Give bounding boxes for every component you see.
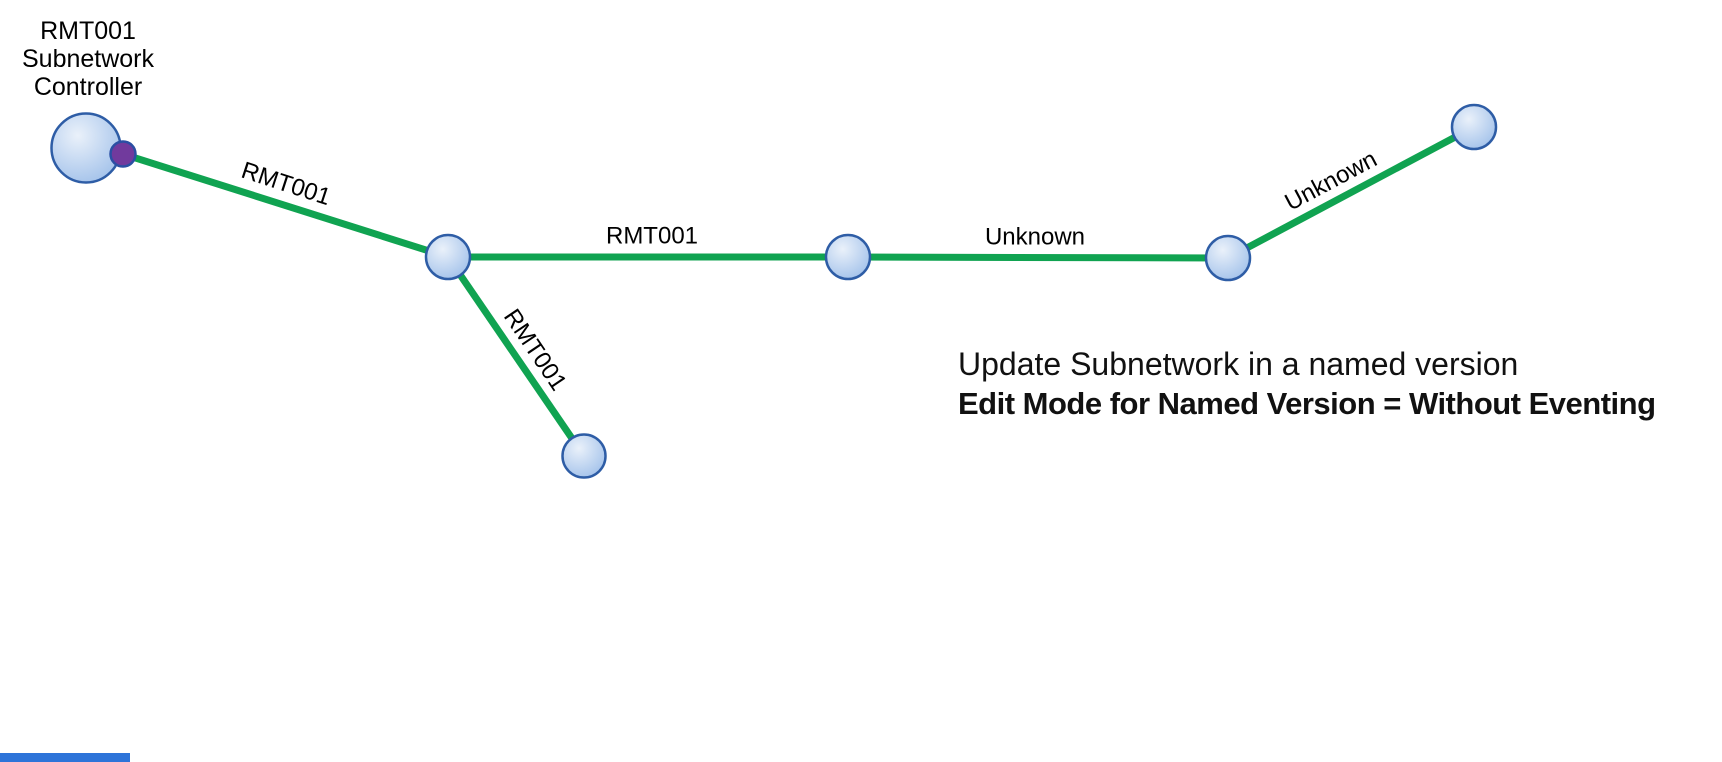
- annotation-line-1: Update Subnetwork in a named version: [958, 346, 1519, 382]
- nodes-layer: [50, 103, 1498, 479]
- subnetwork-controller-node[interactable]: [50, 112, 122, 184]
- gif-progress-bar: [0, 753, 130, 762]
- controller-node-label: RMT001: [40, 17, 136, 45]
- edges-layer: [121, 123, 1476, 458]
- edge-unknown[interactable]: [847, 253, 1229, 262]
- controller-node-label: Subnetwork: [22, 45, 155, 73]
- edge-rmt001[interactable]: [121, 150, 450, 261]
- edge-rmt001[interactable]: [445, 255, 587, 458]
- junction-node[interactable]: [1204, 234, 1252, 282]
- controller-port-dot[interactable]: [109, 140, 137, 168]
- edge-label: RMT001: [606, 223, 698, 250]
- end-node[interactable]: [561, 433, 607, 479]
- annotation-text: Update Subnetwork in a named version Edi…: [958, 345, 1656, 423]
- controller-node-label: Controller: [34, 73, 142, 101]
- annotation-line-2: Edit Mode for Named Version = Without Ev…: [958, 386, 1656, 421]
- junction-node[interactable]: [424, 233, 472, 281]
- end-node[interactable]: [1450, 103, 1498, 151]
- edge-unknown[interactable]: [1226, 123, 1476, 262]
- edge-label: Unknown: [985, 224, 1085, 251]
- junction-node[interactable]: [824, 233, 872, 281]
